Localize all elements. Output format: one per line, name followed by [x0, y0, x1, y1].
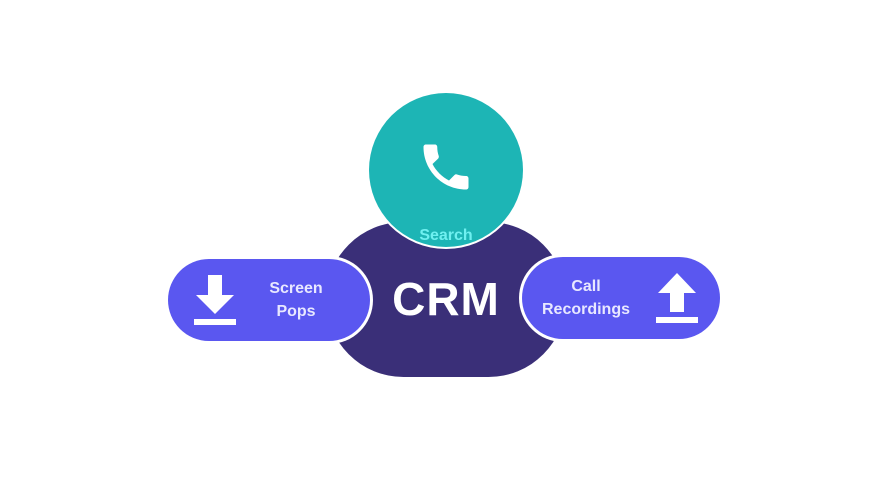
screen-pops-line1: Screen	[269, 280, 323, 297]
call-recordings-node: Call Recordings	[522, 257, 720, 339]
screen-pops-label: Screen Pops	[248, 277, 344, 323]
phone-icon	[423, 144, 469, 190]
download-icon	[194, 275, 236, 325]
call-recordings-label: Call Recordings	[530, 275, 642, 321]
search-node: Search	[369, 93, 523, 247]
screen-pops-node: Screen Pops	[168, 259, 370, 341]
call-recordings-line1: Call	[571, 278, 601, 295]
upload-icon	[656, 273, 698, 323]
screen-pops-line2: Pops	[276, 303, 316, 320]
search-label: Search	[419, 227, 473, 244]
crm-label: CRM	[392, 273, 500, 325]
call-recordings-line2: Recordings	[541, 301, 630, 318]
